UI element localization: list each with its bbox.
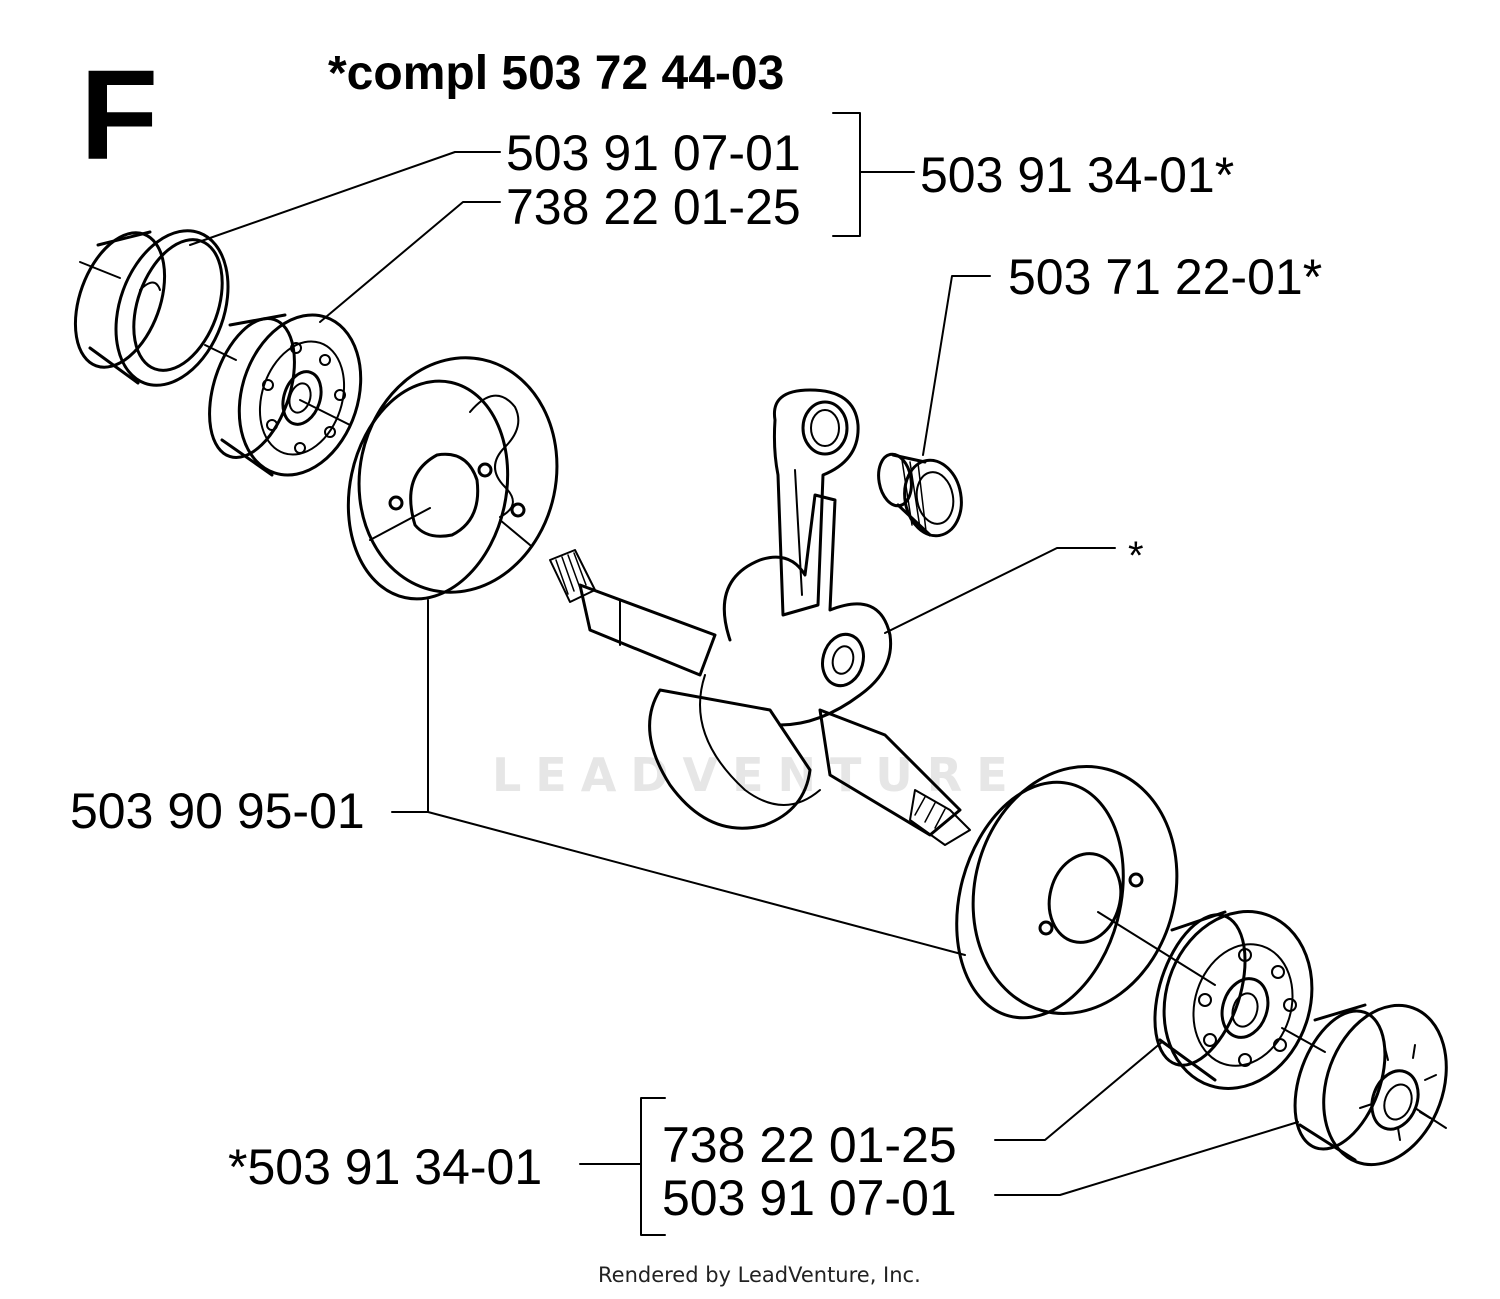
credit-line: Rendered by LeadVenture, Inc. — [598, 1263, 921, 1287]
label-seal-right: 503 91 07-01 — [662, 1170, 957, 1226]
assembly-label: *compl 503 72 44-03 — [328, 47, 785, 100]
needle-bearing — [877, 452, 963, 538]
right-ball-bearing — [1153, 910, 1314, 1090]
label-seal-left: 503 91 07-01 — [506, 125, 801, 181]
label-crank-note: * — [1128, 534, 1144, 578]
left-seal-ring — [73, 229, 230, 387]
right-crankcase-half — [955, 765, 1179, 1020]
section-letter: F — [80, 44, 159, 187]
label-bearing-right: 738 22 01-25 — [662, 1117, 957, 1173]
leader-lines — [189, 112, 1299, 1236]
label-needle-bearing: 503 71 22-01* — [1008, 249, 1323, 305]
left-ball-bearing — [208, 313, 363, 477]
left-crankcase-half — [346, 356, 559, 601]
connecting-rod — [772, 388, 860, 617]
crankshaft — [549, 493, 971, 846]
label-bearing-left: 738 22 01-25 — [506, 179, 801, 235]
right-seal — [1293, 1003, 1448, 1167]
label-crankcase-half: 503 90 95-01 — [70, 783, 365, 839]
label-bearing-kit-bottom: *503 91 34-01 — [228, 1139, 543, 1195]
label-bearing-kit-top: 503 91 34-01* — [920, 147, 1235, 203]
